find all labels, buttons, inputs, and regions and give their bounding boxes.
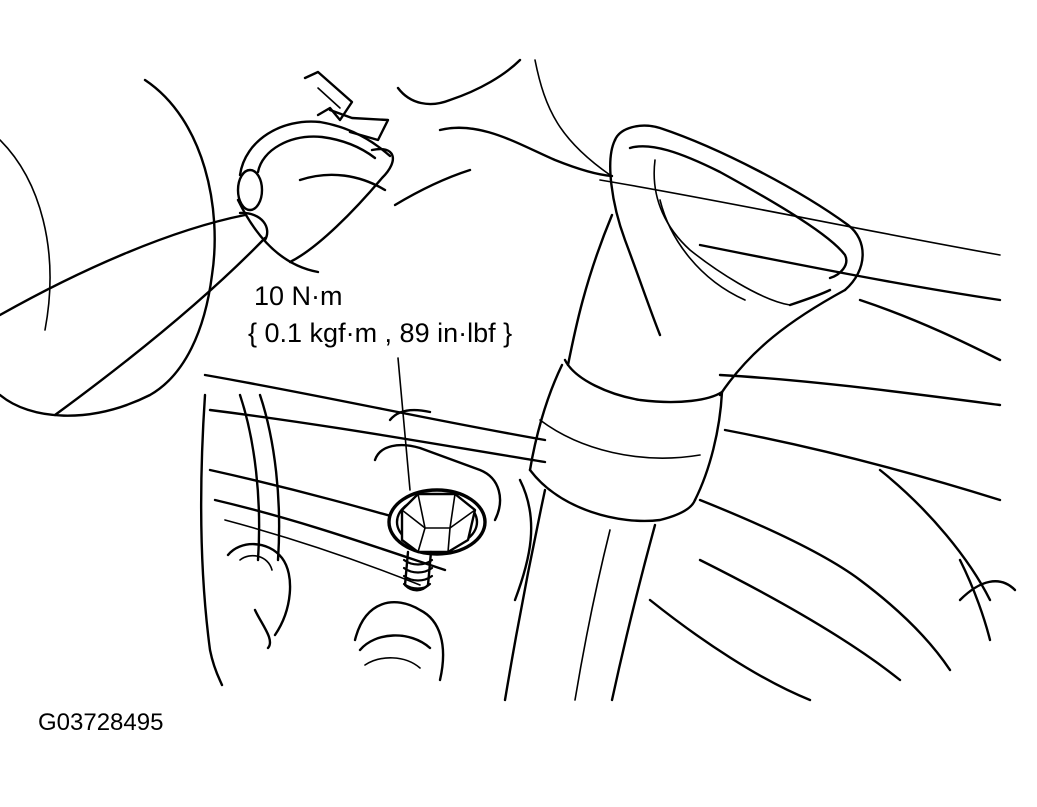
filler-funnel-throat	[788, 288, 832, 307]
filler-collar-bottom	[528, 468, 697, 523]
left-housing-inner-curve	[0, 139, 51, 331]
beam-right-long	[698, 243, 1002, 302]
right-lower-body-2	[648, 598, 812, 702]
beam-top-edge	[203, 373, 547, 442]
bracket-plate	[373, 444, 502, 522]
right-lower-body-1	[698, 558, 902, 682]
filler-funnel-inner-rim	[628, 145, 848, 280]
lower-rail-3	[224, 519, 421, 586]
lower-boss-outline	[353, 601, 445, 682]
hose-clip	[253, 608, 272, 650]
filler-shaft-left	[503, 488, 547, 702]
filler-funnel-inner-b	[659, 199, 746, 301]
filler-collar-top	[563, 358, 724, 404]
upper-pipe-left	[396, 58, 522, 106]
figure-id-label: G03728495	[38, 709, 164, 736]
beam-right-top	[718, 373, 1002, 407]
clamp-band-inner	[256, 135, 377, 174]
left-vertical-hose-outer	[199, 393, 224, 687]
upper-pipe-curve	[534, 59, 611, 176]
clamp-eye	[236, 168, 264, 212]
clamp-tab-inner	[317, 87, 341, 109]
filler-shaft-line	[574, 529, 611, 701]
beam-right-far	[858, 298, 1002, 362]
left-vertical-hose-a	[238, 393, 261, 562]
torque-leader-line	[397, 357, 411, 491]
torque-conversion-label: { 0.1 kgf·m , 89 in·lbf }	[248, 318, 513, 348]
torque-value-label: 10 N·m	[254, 281, 343, 311]
clamp-tab	[303, 70, 354, 122]
beam-lower-edge	[208, 408, 547, 464]
right-lower-curve	[958, 558, 992, 642]
lower-housing-right	[513, 478, 533, 602]
hose-right-top	[393, 168, 472, 207]
bracket-plate-slot	[388, 408, 432, 422]
left-diagonal-tube-top	[0, 213, 247, 317]
hose-outline-left	[236, 198, 320, 274]
filler-cone-left	[566, 213, 614, 367]
filler-cone-right	[718, 288, 847, 397]
filler-funnel-inner-a	[653, 159, 791, 306]
left-vertical-hose-b	[258, 393, 281, 562]
clamp-band-outer	[238, 120, 392, 177]
hose-end-ellipse	[288, 147, 395, 264]
lower-boss-rim	[358, 634, 432, 652]
lower-rail-2	[213, 498, 447, 572]
right-lower-edge	[698, 498, 952, 672]
lower-boss-inner	[364, 657, 421, 669]
left-diagonal-tube-bottom	[53, 236, 267, 417]
beam-right-mid	[723, 428, 1002, 502]
hose-ridge	[298, 173, 387, 192]
hex-nut	[400, 492, 477, 554]
left-round-housing	[0, 78, 216, 417]
right-block	[958, 580, 1017, 602]
filler-collar-mid	[539, 419, 701, 459]
hose-bend-inner	[239, 554, 273, 571]
filler-funnel-rim	[613, 124, 864, 292]
filler-collar-left	[528, 363, 564, 472]
filler-shaft-right	[610, 523, 657, 702]
clamp-strap	[328, 108, 390, 142]
filler-collar-right	[693, 390, 724, 502]
hose-bend	[226, 542, 292, 637]
upper-pipe-right	[438, 126, 614, 178]
filler-funnel-outer	[609, 138, 662, 337]
right-lower-body-3	[878, 468, 992, 602]
